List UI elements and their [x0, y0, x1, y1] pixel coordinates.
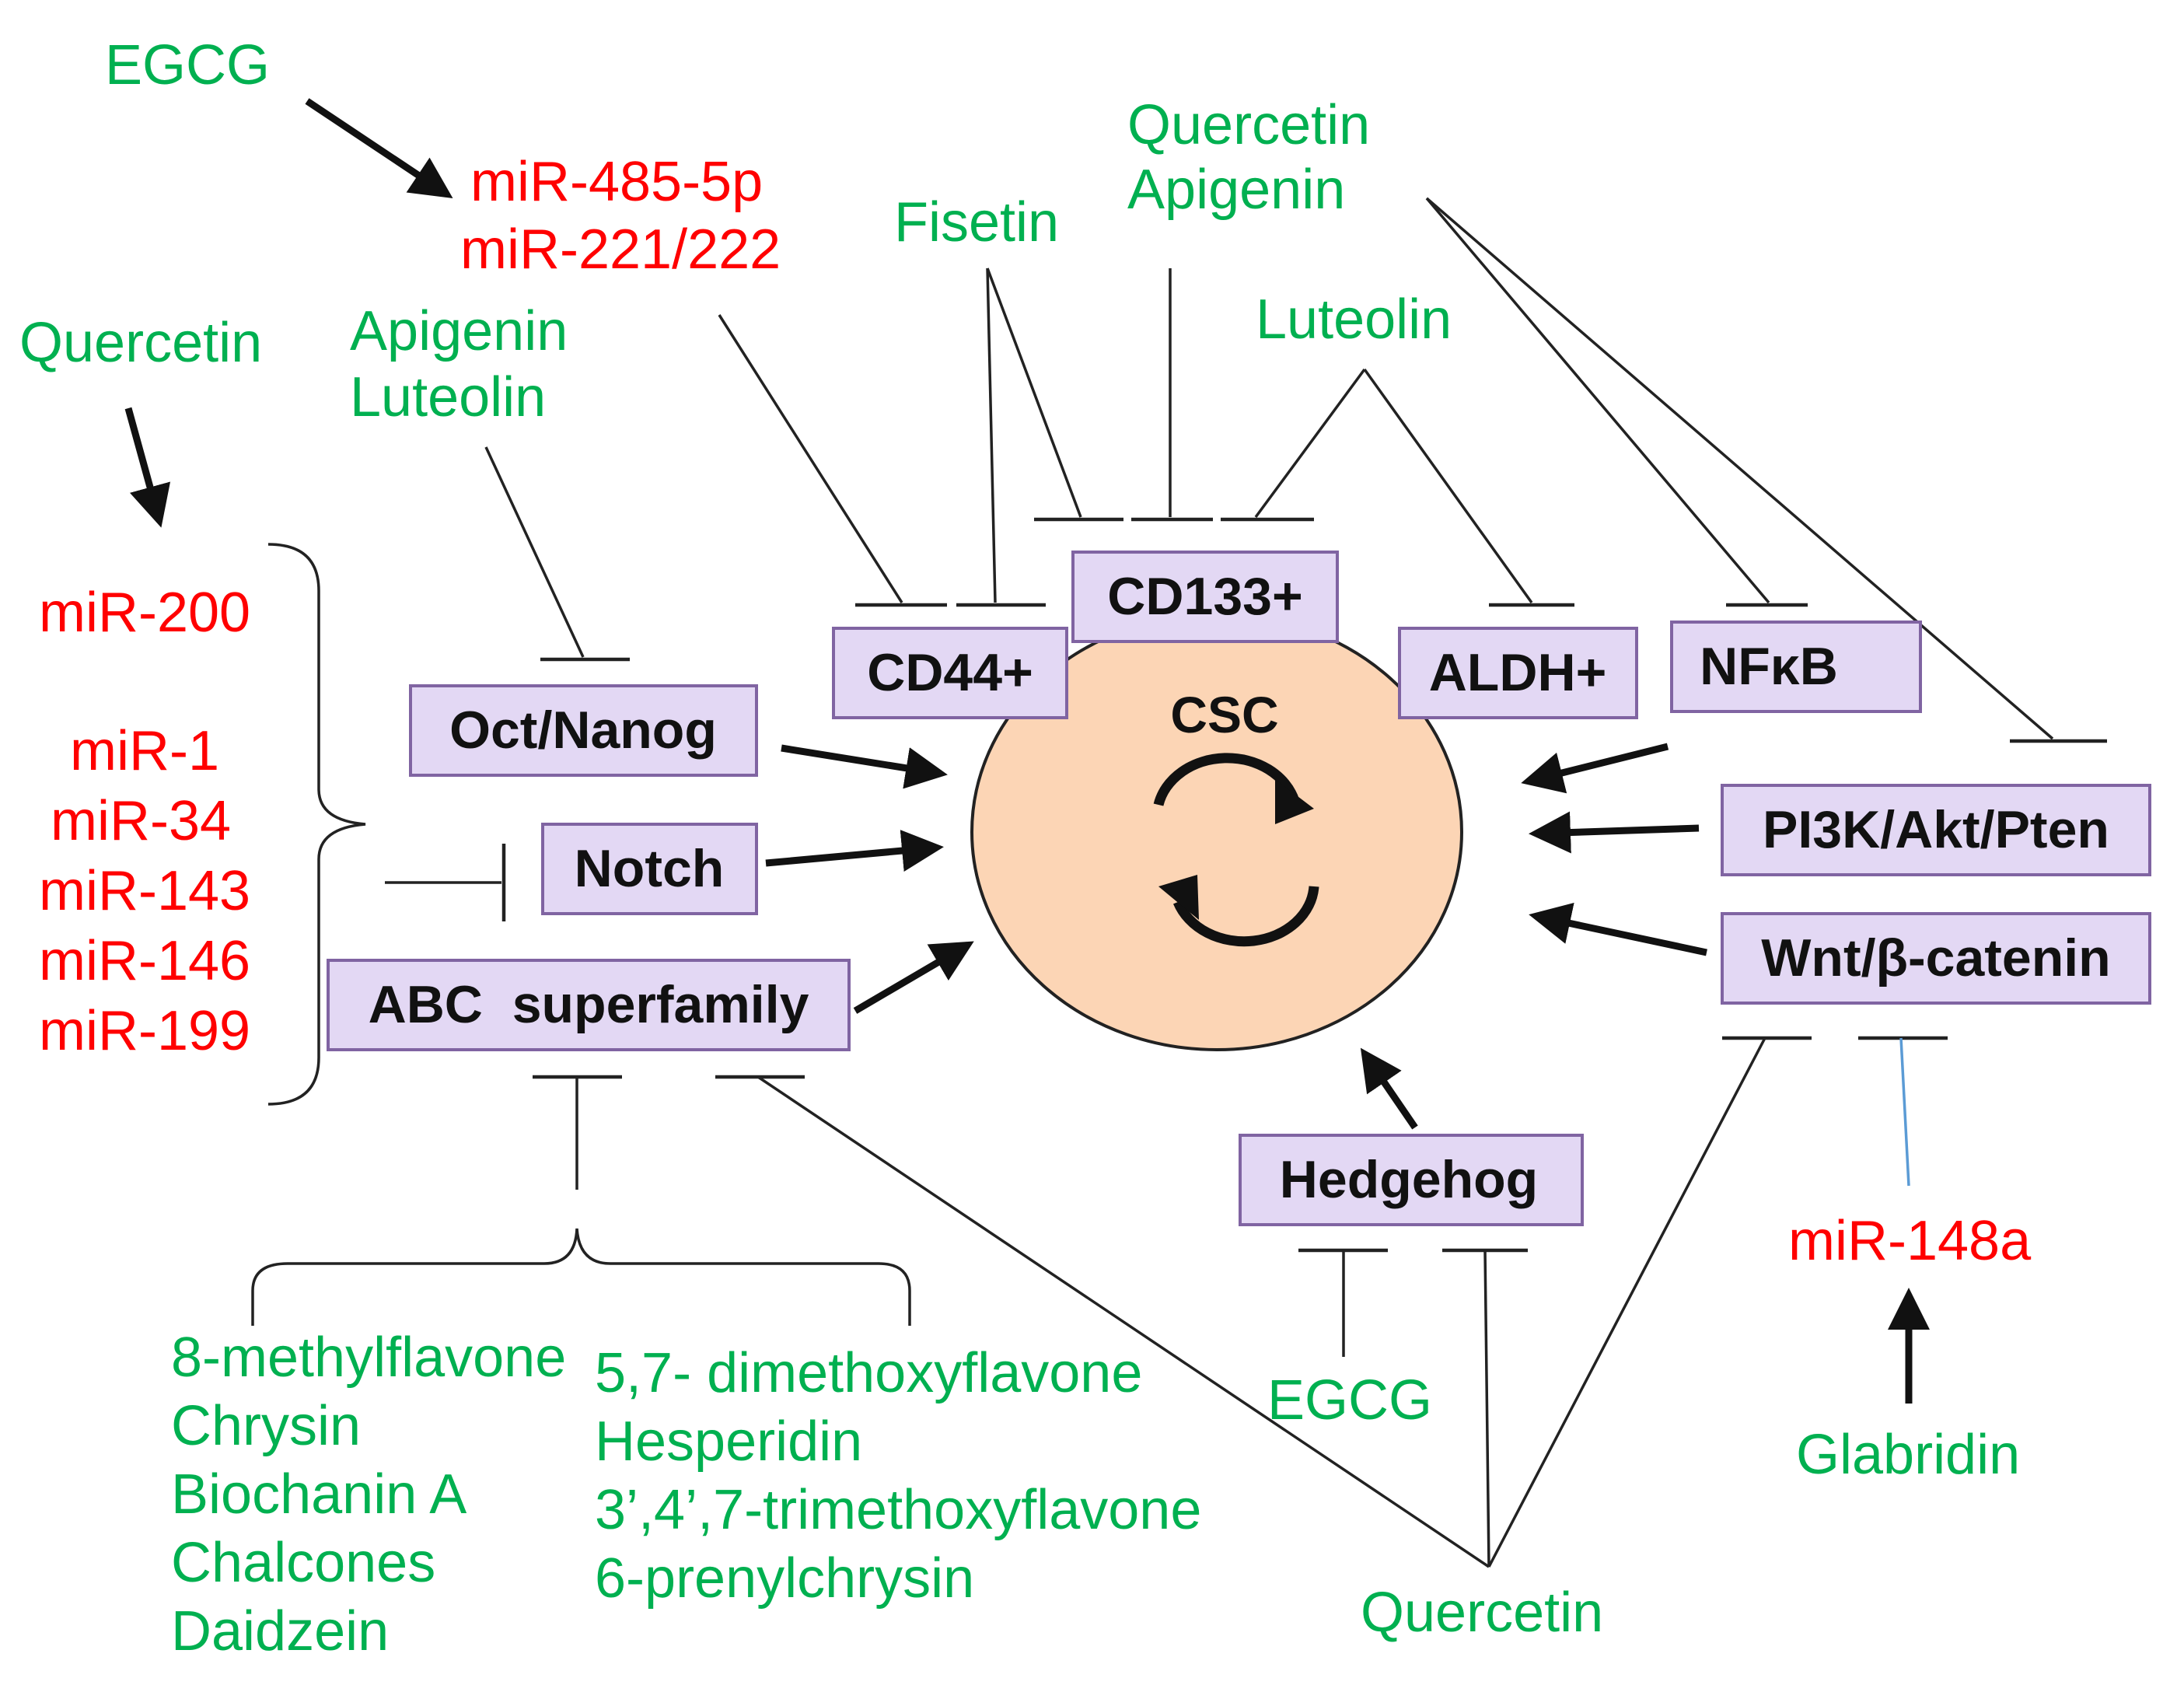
svg-text:ABC superfamily: ABC superfamily — [369, 975, 809, 1034]
node-aldh: ALDH+ — [1398, 627, 1638, 719]
cycle-arrowhead-top-icon — [1275, 779, 1314, 824]
label-egcg-top: EGCG — [105, 34, 270, 96]
label-abc-inhibitors-left-3: Chalcones — [171, 1532, 435, 1594]
arrow-oct-to-csc — [781, 744, 948, 789]
svg-text:Notch: Notch — [575, 839, 725, 898]
svg-text:Wnt/β-catenin: Wnt/β-catenin — [1761, 928, 2110, 988]
node-pi3k-akt-pten: PI3K/Akt/Pten — [1721, 784, 2151, 876]
inhibit-quercetin-nfkb — [1425, 197, 1770, 604]
node-nfkb: NFκB — [1670, 621, 1922, 713]
arrow-wnt-to-csc — [1529, 902, 1707, 956]
inhibit-fisetin-cd133 — [986, 267, 1082, 518]
arrow-notch-to-csc — [765, 830, 944, 872]
node-wnt-beta-catenin: Wnt/β-catenin — [1721, 912, 2151, 1005]
inhibit-luteolin-cd133 — [1254, 368, 1366, 519]
inhibit-quercetin-wnt — [1487, 1037, 1766, 1568]
cycle-arrow-top-icon — [1153, 753, 1300, 806]
cycle-arrowhead-bottom-icon — [1158, 875, 1199, 920]
label-luteolin-left: Luteolin — [350, 366, 546, 428]
label-abc-inhibitors-left-0: 8-methylflavone — [171, 1327, 566, 1389]
label-glabridin: Glabridin — [1796, 1424, 2020, 1486]
arrow-egcg-to-mirna — [305, 98, 453, 198]
label-mirna-left-3: miR-143 — [39, 860, 250, 922]
label-luteolin-top: Luteolin — [1256, 288, 1452, 351]
inhibit-quercetin-hedgehog — [1483, 1250, 1490, 1568]
label-egcg-bottom: EGCG — [1267, 1369, 1432, 1432]
inhibit-luteolin-aldh — [1363, 368, 1533, 604]
label-mirna-top-0: miR-485-5p — [470, 151, 763, 213]
label-apigenin-top: Apigenin — [1127, 159, 1345, 221]
mirna-brace — [267, 543, 366, 1106]
label-quercetin-bottom: Quercetin — [1361, 1582, 1603, 1644]
inhibit-quercetin-pi3k — [1425, 197, 2054, 740]
svg-text:Oct/Nanog: Oct/Nanog — [449, 701, 717, 760]
label-mirna-left-2: miR-34 — [51, 790, 231, 852]
label-mirna-left-5: miR-199 — [39, 1000, 250, 1062]
inhibit-mir148a-wnt — [1899, 1037, 1910, 1187]
arrow-quercetin-to-mirna — [124, 407, 171, 528]
node-cd133: CD133+ — [1071, 551, 1339, 643]
label-mirna-top-1: miR-221/222 — [460, 218, 781, 281]
node-notch: Notch — [541, 823, 758, 915]
cycle-arrow-bottom-icon — [1172, 886, 1319, 947]
label-abc-inhibitors-right-1: Hesperidin — [595, 1411, 862, 1473]
label-abc-inhibitors-left-2: Biochanin A — [171, 1463, 467, 1526]
label-mirna-left-4: miR-146 — [39, 930, 250, 992]
label-apigenin-left: Apigenin — [350, 300, 568, 362]
arrow-nfkb-to-csc — [1521, 743, 1669, 794]
label-fisetin: Fisetin — [894, 191, 1059, 253]
node-abc-superfamily: ABC superfamily — [327, 959, 851, 1051]
arrow-pi3k-to-csc — [1529, 811, 1700, 854]
arrow-abc-to-csc — [853, 941, 974, 1014]
arrow-hedgehog-to-csc — [1360, 1047, 1418, 1130]
svg-text:ALDH+: ALDH+ — [1429, 643, 1607, 702]
label-mir148a: miR-148a — [1788, 1210, 2032, 1272]
label-quercetin-left: Quercetin — [19, 312, 262, 374]
label-abc-inhibitors-left-4: Daidzein — [171, 1600, 389, 1662]
label-abc-inhibitors-right-3: 6-prenylchrysin — [595, 1547, 974, 1610]
label-abc-inhibitors-right-2: 3’,4’,7-trimethoxyflavone — [595, 1479, 1201, 1541]
svg-text:Hedgehog: Hedgehog — [1280, 1150, 1538, 1209]
inhibit-mirna-cd44 — [718, 314, 903, 603]
svg-text:CD44+: CD44+ — [867, 643, 1033, 702]
label-mirna-left-0: miR-200 — [39, 582, 250, 644]
svg-text:PI3K/Akt/Pten: PI3K/Akt/Pten — [1763, 800, 2109, 859]
inhibit-quercetin-abc — [757, 1075, 1490, 1568]
inhibit-fisetin-cd44 — [986, 267, 997, 603]
abc-inhibitor-brace — [251, 1228, 911, 1326]
inhibit-apigenin-oct — [484, 446, 585, 658]
label-quercetin-top: Quercetin — [1127, 94, 1370, 156]
csc-label: CSC — [1170, 686, 1278, 743]
svg-text:CD133+: CD133+ — [1107, 567, 1302, 626]
node-cd44: CD44+ — [832, 627, 1068, 719]
node-oct-nanog: Oct/Nanog — [409, 684, 758, 777]
label-mirna-left-1: miR-1 — [70, 720, 219, 782]
label-abc-inhibitors-right-0: 5,7- dimethoxyflavone — [595, 1342, 1142, 1404]
node-hedgehog: Hedgehog — [1239, 1134, 1584, 1226]
svg-text:NFκB: NFκB — [1700, 637, 1838, 696]
label-abc-inhibitors-left-1: Chrysin — [171, 1395, 361, 1457]
